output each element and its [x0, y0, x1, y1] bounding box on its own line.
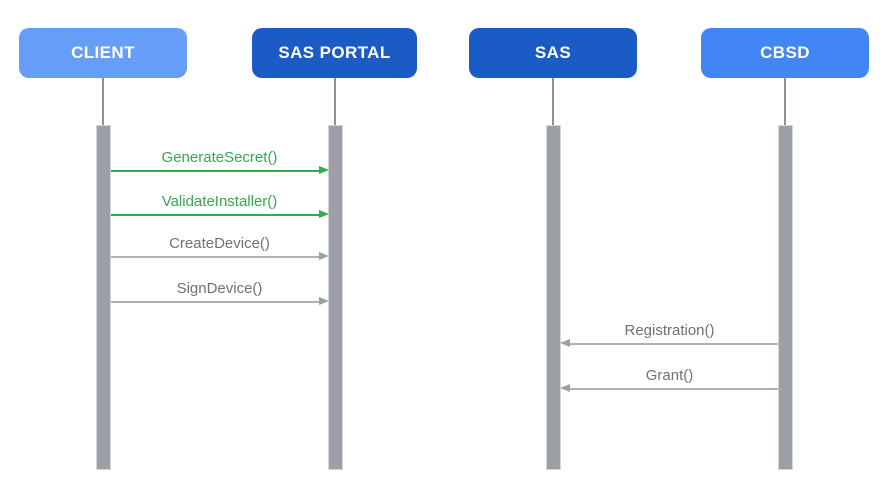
actor-label-sas-portal: SAS PORTAL: [278, 43, 391, 62]
arrow-left-icon: [560, 339, 570, 347]
actor-box-sas-portal: SAS PORTAL: [252, 28, 417, 78]
message-line-generate-secret: [111, 170, 321, 172]
arrow-right-icon: [319, 297, 329, 305]
activation-bar-cbsd: [778, 125, 793, 470]
message-label-sign-device: SignDevice(): [176, 280, 263, 297]
lifeline-sas-portal: [334, 78, 336, 125]
lifeline-sas: [552, 78, 554, 125]
actor-label-sas: SAS: [534, 43, 572, 62]
actor-box-sas: SAS: [469, 28, 637, 78]
arrow-right-icon: [319, 166, 329, 174]
message-label-grant: Grant(): [645, 367, 694, 384]
activation-bar-client: [96, 125, 111, 470]
actor-box-client: CLIENT: [19, 28, 187, 78]
arrow-right-icon: [319, 210, 329, 218]
message-label-validate-installer: ValidateInstaller(): [161, 193, 278, 210]
activation-bar-sas-portal: [328, 125, 343, 470]
message-label-generate-secret: GenerateSecret(): [161, 149, 278, 166]
arrow-right-icon: [319, 252, 329, 260]
message-line-grant: [568, 388, 778, 390]
message-line-sign-device: [111, 301, 321, 303]
message-label-registration: Registration(): [624, 322, 715, 339]
actor-box-cbsd: CBSD: [701, 28, 869, 78]
activation-bar-sas: [546, 125, 561, 470]
actor-label-client: CLIENT: [71, 43, 135, 62]
actor-label-cbsd: CBSD: [760, 43, 810, 62]
message-line-create-device: [111, 256, 321, 258]
arrow-left-icon: [560, 384, 570, 392]
lifeline-client: [102, 78, 104, 125]
message-line-validate-installer: [111, 214, 321, 216]
message-line-registration: [568, 343, 778, 345]
lifeline-cbsd: [784, 78, 786, 125]
message-label-create-device: CreateDevice(): [169, 235, 270, 252]
